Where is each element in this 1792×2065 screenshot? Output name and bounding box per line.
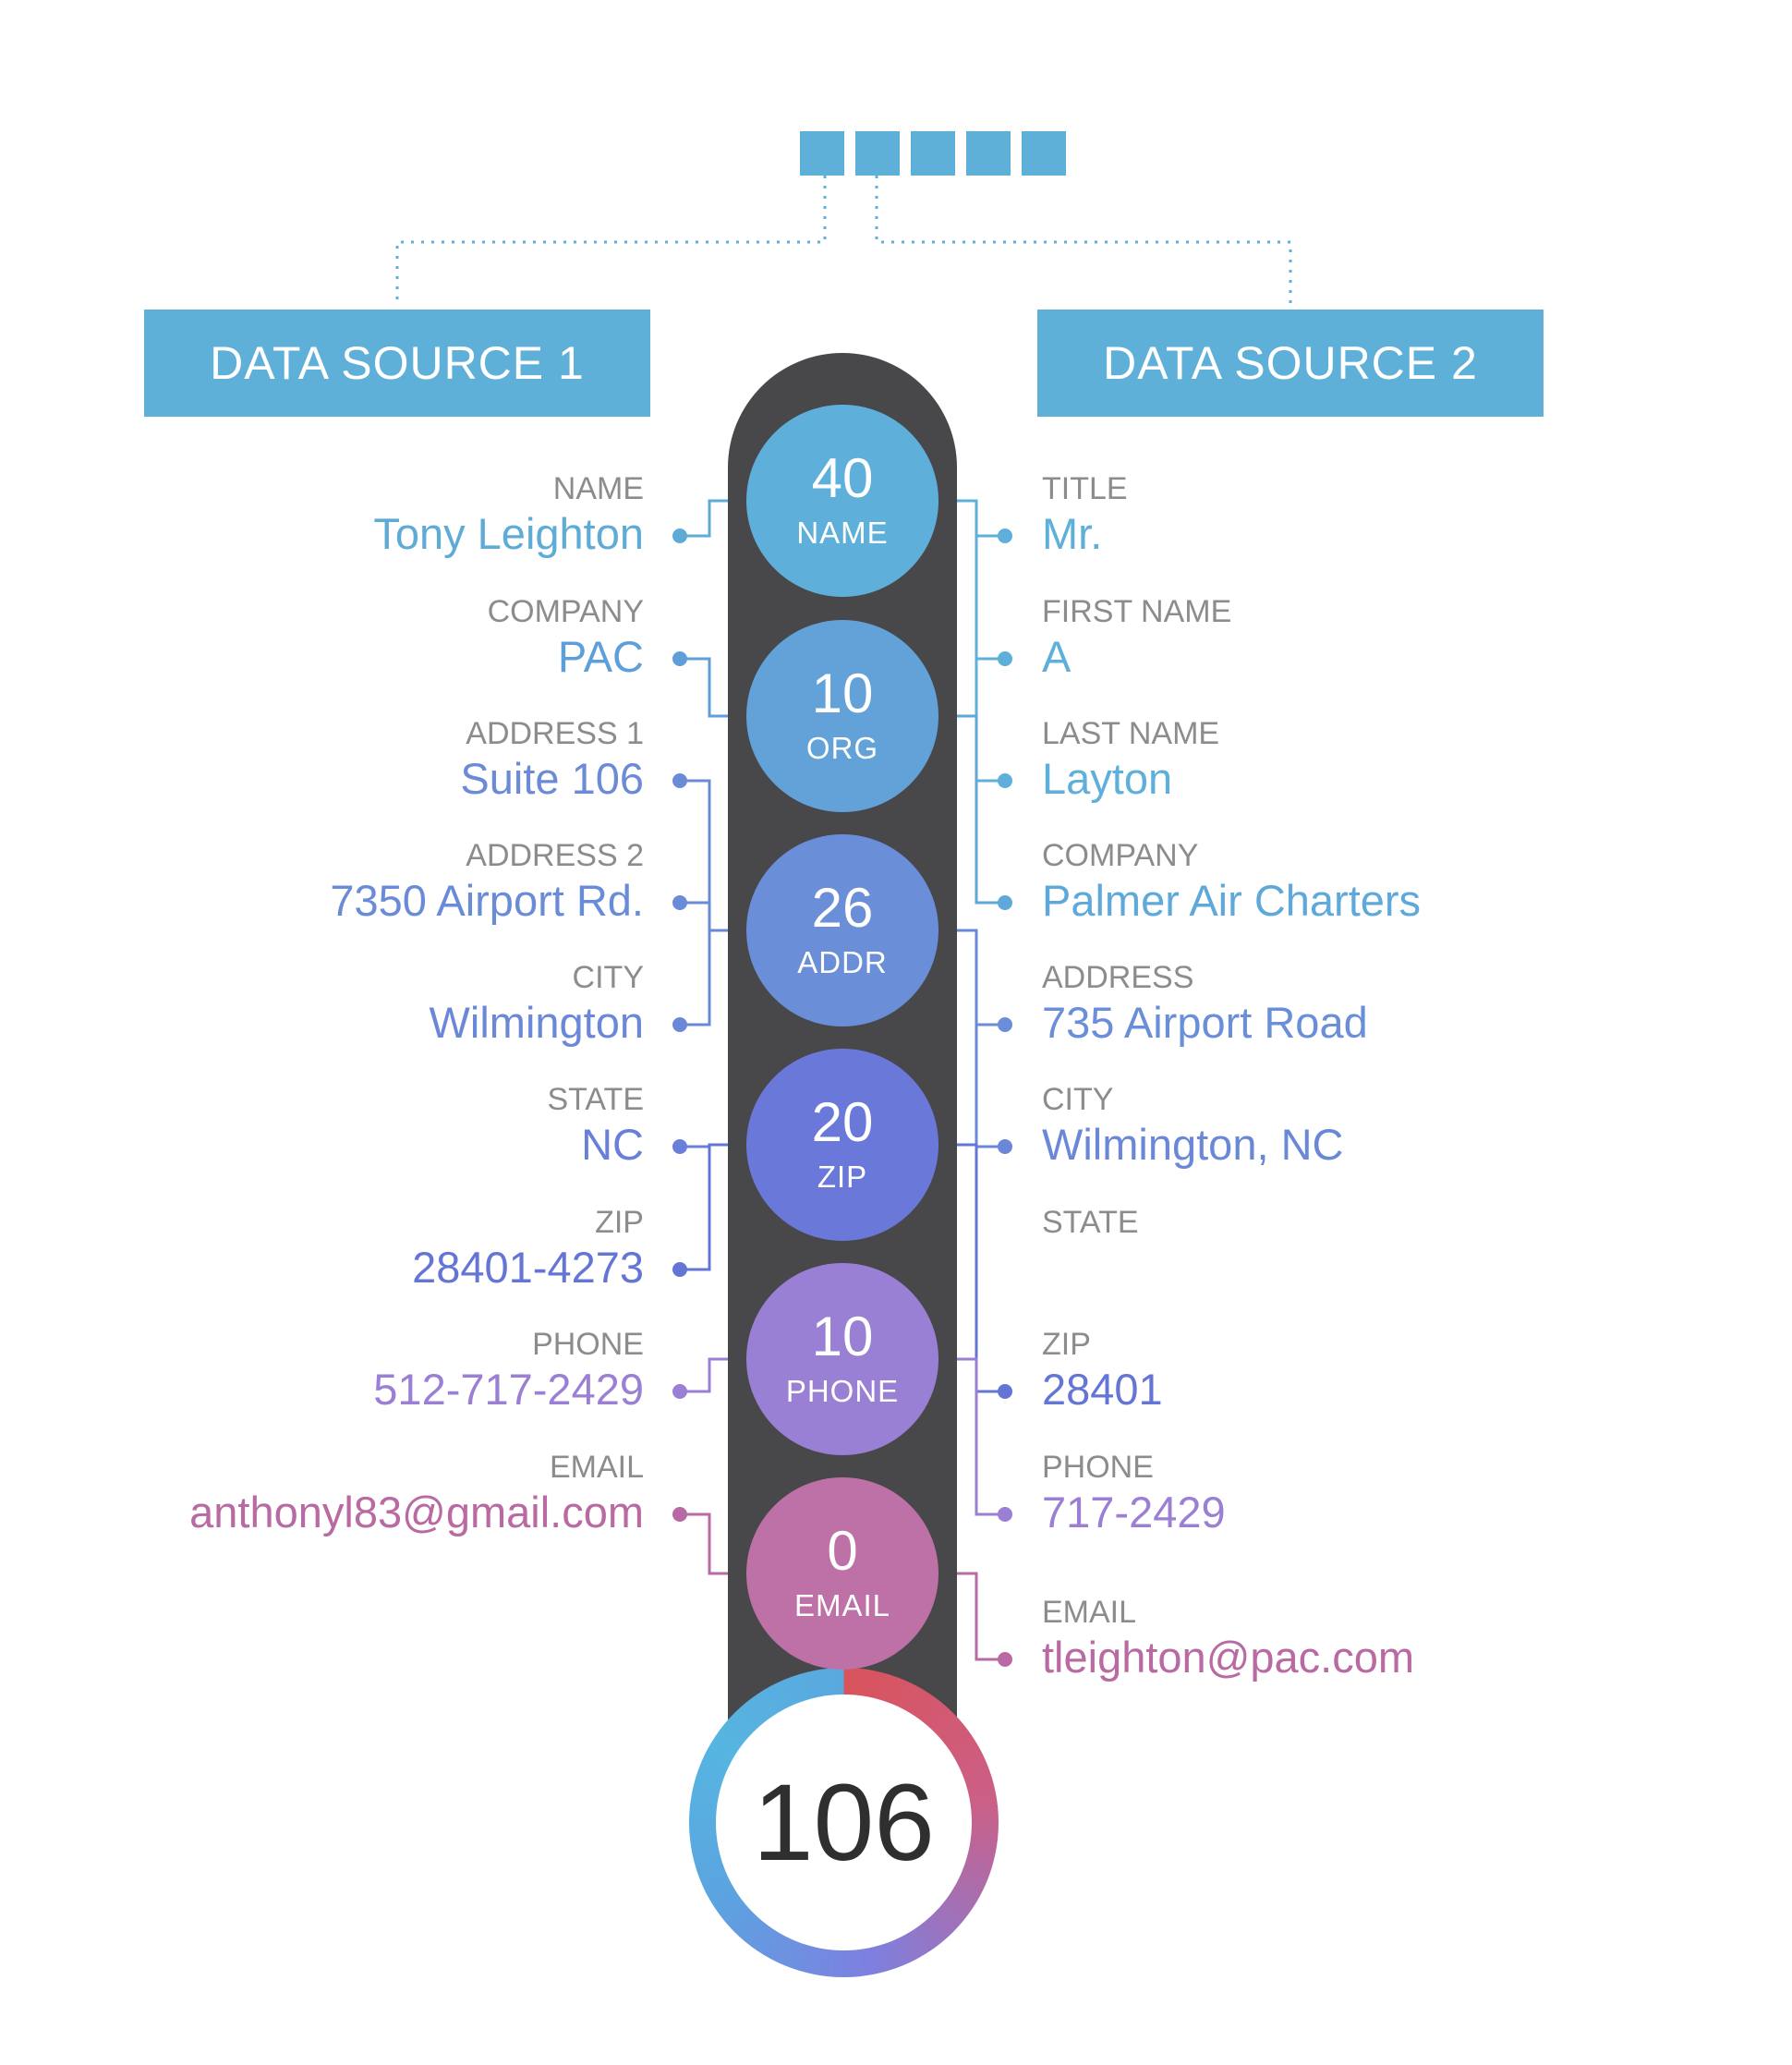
connector-dot <box>998 1507 1012 1522</box>
connector-dot <box>672 1507 687 1522</box>
left-zip-value: 28401-4273 <box>412 1243 644 1292</box>
right-connector <box>938 1572 1005 1661</box>
connector-dot <box>672 528 687 543</box>
left-name-label: NAME <box>552 471 644 506</box>
total-score: 106 <box>716 1695 972 1950</box>
score-label: NAME <box>796 516 889 550</box>
connector-dot <box>998 1384 1012 1399</box>
left-phone-value: 512-717-2429 <box>373 1365 644 1414</box>
left-email-value: anthonyl83@gmail.com <box>189 1488 644 1537</box>
record-square <box>855 131 900 176</box>
right-first-name-value: A <box>1042 632 1072 681</box>
left-company-value: PAC <box>557 632 644 681</box>
left-state-label: STATE <box>547 1082 644 1117</box>
score-label: ADDR <box>797 945 888 979</box>
right-title-value: Mr. <box>1042 509 1103 558</box>
score-value: 20 <box>811 1091 874 1153</box>
connector-dot <box>672 1384 687 1399</box>
connector-dot <box>998 528 1012 543</box>
right-phone-value: 717-2429 <box>1042 1488 1226 1537</box>
connector-dot <box>672 895 687 910</box>
record-square <box>911 131 955 176</box>
right-state-label: STATE <box>1042 1205 1139 1240</box>
connector-dot <box>672 1017 687 1032</box>
right-title-label: TITLE <box>1042 471 1128 506</box>
right-city-value: Wilmington, NC <box>1042 1120 1344 1169</box>
right-email-value: tleighton@pac.com <box>1042 1633 1415 1682</box>
right-connector <box>938 499 1005 783</box>
right-company-label: COMPANY <box>1042 838 1199 873</box>
connector-dot <box>672 1139 687 1154</box>
right-company-value: Palmer Air Charters <box>1042 876 1422 925</box>
score-value: 40 <box>811 447 874 509</box>
left-address-2-label: ADDRESS 2 <box>466 838 644 873</box>
score-label: ORG <box>805 731 879 765</box>
record-square <box>800 131 844 176</box>
left-address-1-label: ADDRESS 1 <box>466 716 644 751</box>
score-value: 10 <box>811 662 874 724</box>
right-connector <box>938 1357 1005 1516</box>
score-value: 0 <box>827 1520 858 1582</box>
score-label: PHONE <box>785 1374 900 1408</box>
right-address-value: 735 Airport Road <box>1042 998 1368 1047</box>
left-city-value: Wilmington <box>429 998 644 1047</box>
connector-dot <box>672 651 687 666</box>
dotted-link-source-1 <box>395 176 827 305</box>
connector-dot <box>998 773 1012 788</box>
left-address-2-value: 7350 Airport Rd. <box>330 876 644 925</box>
left-company-label: COMPANY <box>487 594 644 629</box>
connector-dot <box>998 1139 1012 1154</box>
left-city-label: CITY <box>572 960 644 995</box>
right-address-label: ADDRESS <box>1042 960 1194 995</box>
right-connector <box>938 1143 1005 1393</box>
right-email-label: EMAIL <box>1042 1595 1137 1630</box>
left-name-value: Tony Leighton <box>373 509 644 558</box>
score-value: 10 <box>811 1306 874 1367</box>
dotted-link-source-2 <box>875 176 1292 305</box>
score-label: EMAIL <box>793 1588 891 1622</box>
connector-dot <box>998 1017 1012 1032</box>
record-square <box>966 131 1011 176</box>
right-city-label: CITY <box>1042 1082 1114 1117</box>
right-zip-label: ZIP <box>1042 1327 1091 1362</box>
record-square <box>1022 131 1066 176</box>
left-phone-label: PHONE <box>532 1327 644 1362</box>
connector-dot <box>672 1262 687 1277</box>
score-label: ZIP <box>817 1160 868 1194</box>
right-connector <box>938 714 1005 905</box>
right-connector <box>938 929 1005 1148</box>
connector-dot <box>998 651 1012 666</box>
connector-dot <box>998 1652 1012 1667</box>
score-value: 26 <box>811 877 874 939</box>
right-first-name-label: FIRST NAME <box>1042 594 1232 629</box>
left-state-value: NC <box>581 1120 644 1169</box>
connector-dot <box>998 895 1012 910</box>
right-last-name-label: LAST NAME <box>1042 716 1220 751</box>
right-phone-label: PHONE <box>1042 1450 1154 1485</box>
right-last-name-value: Layton <box>1042 754 1173 803</box>
left-zip-label: ZIP <box>595 1205 644 1240</box>
data-source-2-header: DATA SOURCE 2 <box>1037 310 1544 417</box>
left-email-label: EMAIL <box>549 1450 644 1485</box>
data-source-1-header: DATA SOURCE 1 <box>144 310 650 417</box>
left-address-1-value: Suite 106 <box>460 754 644 803</box>
connector-dot <box>672 773 687 788</box>
right-zip-value: 28401 <box>1042 1365 1163 1414</box>
